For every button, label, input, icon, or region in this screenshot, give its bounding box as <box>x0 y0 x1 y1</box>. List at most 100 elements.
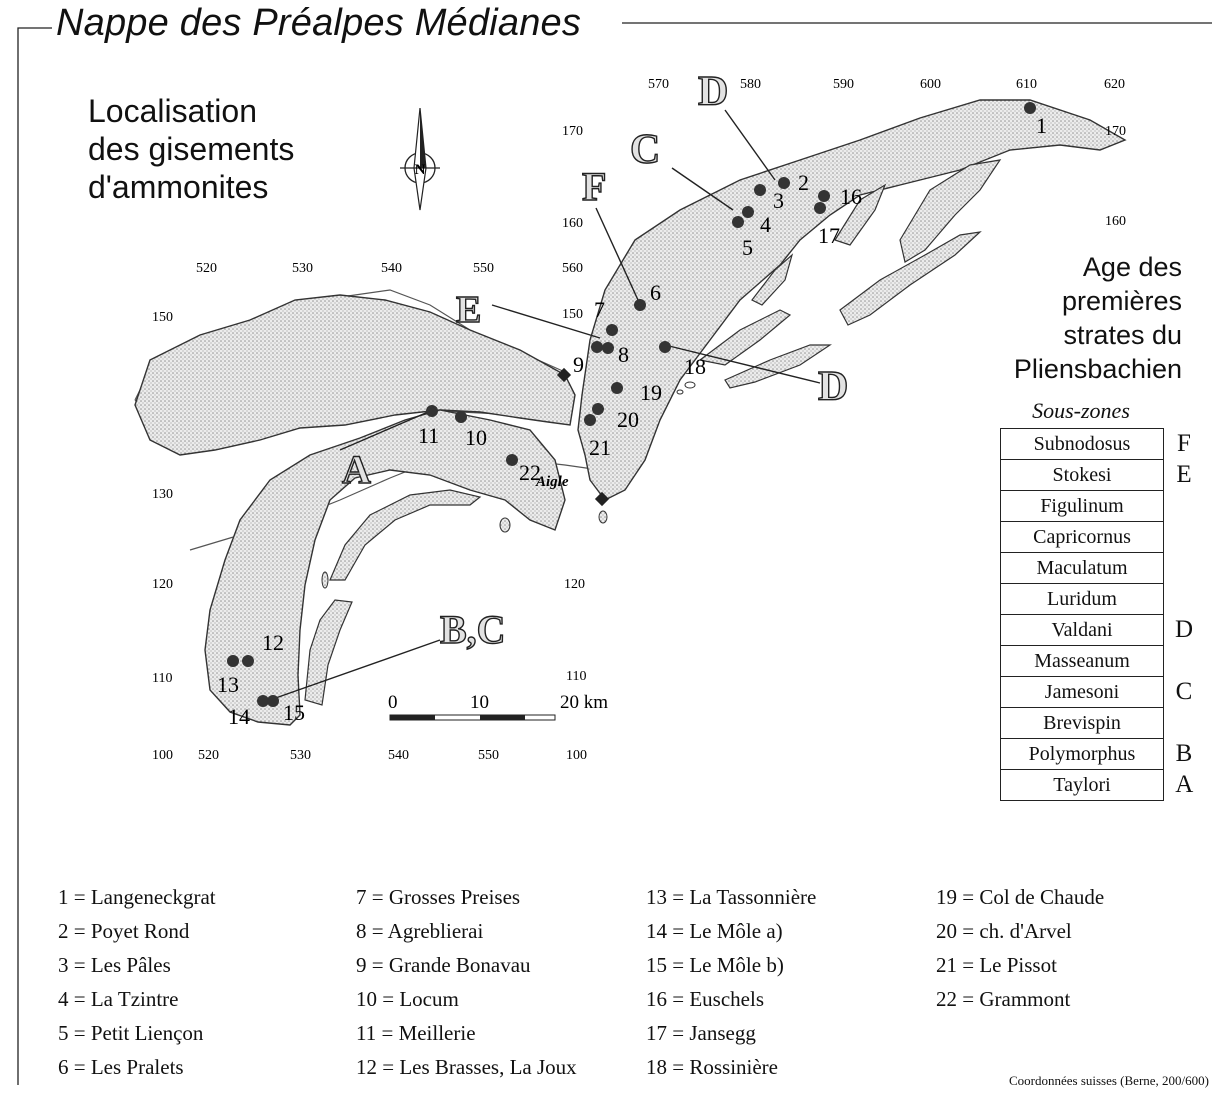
coordinate-label: 620 <box>1104 77 1125 92</box>
zone-row: Maculatum <box>1000 552 1205 584</box>
coordinate-label: 160 <box>562 216 583 231</box>
site-dot <box>592 403 604 415</box>
site-dot <box>818 190 830 202</box>
nappe-region-east <box>577 99 1127 501</box>
site-number: 3 <box>773 188 784 213</box>
zone-letter <box>1164 584 1205 615</box>
nappe-strip-east-1 <box>899 159 1002 263</box>
north-arrow-icon <box>400 107 440 211</box>
zone-row: Capricornus <box>1000 521 1205 553</box>
coordinate-label: 170 <box>562 124 583 139</box>
coordinate-label: 540 <box>381 261 402 276</box>
site-number: 10 <box>465 425 487 450</box>
town-marker-icon <box>594 491 610 507</box>
legend-entry: 14 = Le Môle a) <box>646 919 783 943</box>
site-dot <box>242 655 254 667</box>
frame-line <box>17 22 1212 1085</box>
site-number: 14 <box>228 704 250 729</box>
nappe-region-south <box>204 409 566 726</box>
zone-name: Capricornus <box>1000 521 1164 553</box>
age-title-line: strates du <box>1063 320 1182 350</box>
zone-name: Figulinum <box>1000 490 1164 522</box>
coordinate-label: 130 <box>152 487 173 502</box>
zone-marker: B,C <box>440 607 506 652</box>
coordinate-label: 150 <box>152 310 173 325</box>
scale-label: 20 km <box>560 692 608 713</box>
coordinate-label: 520 <box>198 748 219 763</box>
zone-name: Brevispin <box>1000 707 1164 739</box>
site-dot <box>602 342 614 354</box>
zone-marker: D <box>698 69 728 115</box>
legend-entry: 11 = Meillerie <box>356 1021 476 1045</box>
site-number: 11 <box>418 423 439 448</box>
leader-lines <box>269 109 821 701</box>
zone-name: Subnodosus <box>1000 428 1164 460</box>
nappe-strip-east-4 <box>698 309 792 366</box>
town-marker-icon <box>556 367 572 383</box>
site-number: 19 <box>640 380 662 405</box>
legend-entry: 22 = Grammont <box>936 987 1071 1011</box>
scale-bar <box>389 714 556 721</box>
site-dot <box>814 202 826 214</box>
coordinate-label: 110 <box>152 671 172 686</box>
zone-letter: A <box>1175 771 1194 798</box>
zone-marker: C <box>630 127 660 173</box>
coordinate-label: 160 <box>1105 214 1126 229</box>
coordinate-label: 120 <box>152 577 173 592</box>
legend-entry: 7 = Grosses Preises <box>356 885 521 909</box>
site-dot <box>754 184 766 196</box>
zone-marker: E <box>456 289 481 331</box>
zone-row: Valdani D <box>1000 614 1205 646</box>
zone-row: Masseanum <box>1000 645 1205 677</box>
zone-marker: D <box>818 364 848 410</box>
page-title: Nappe des Préalpes Médianes <box>56 2 582 44</box>
map-islet <box>321 571 329 589</box>
zone-letter <box>1164 646 1205 677</box>
legend-entry: 2 = Poyet Rond <box>58 919 190 943</box>
map-islet <box>598 510 608 524</box>
nappe-strip-east-6 <box>751 253 794 306</box>
site-number: 8 <box>618 342 629 367</box>
coordinate-label: 100 <box>152 748 173 763</box>
nappe-strip-east-2 <box>839 231 982 326</box>
subtitle-line: d'ammonites <box>88 169 269 205</box>
legend-entry: 6 = Les Pralets <box>58 1055 184 1079</box>
site-number: 15 <box>283 700 305 725</box>
zone-name: Jamesoni <box>1000 676 1164 708</box>
legend-entry: 5 = Petit Liençon <box>58 1021 204 1045</box>
site-number: 4 <box>760 212 771 237</box>
zone-name: Stokesi <box>1000 459 1164 491</box>
legend-entry: 16 = Euschels <box>646 987 764 1011</box>
coordinate-credit: Coordonnées suisses (Berne, 200/600) <box>1008 1073 1209 1088</box>
coordinate-label: 550 <box>473 261 494 276</box>
zone-letter: D <box>1174 616 1194 643</box>
zone-name: Masseanum <box>1000 645 1164 677</box>
site-number: 1 <box>1036 113 1047 138</box>
scale-label: 0 <box>388 692 398 713</box>
site-dot <box>611 382 623 394</box>
town-label: Aigle <box>535 474 569 490</box>
site-number: 22 <box>519 460 541 485</box>
coordinate-label: 150 <box>562 307 583 322</box>
site-number: 12 <box>262 630 284 655</box>
site-number: 6 <box>650 280 661 305</box>
zone-letter <box>1164 553 1205 584</box>
legend-entry: 1 = Langeneckgrat <box>58 885 216 909</box>
zone-name: Maculatum <box>1000 552 1164 584</box>
site-number: 7 <box>594 297 605 322</box>
zone-name: Valdani <box>1000 614 1164 646</box>
coordinate-label: 540 <box>388 748 409 763</box>
coordinate-label: 110 <box>566 669 586 684</box>
site-dot <box>584 414 596 426</box>
site-dot <box>659 341 671 353</box>
legend-entry: 17 = Jansegg <box>646 1021 756 1045</box>
